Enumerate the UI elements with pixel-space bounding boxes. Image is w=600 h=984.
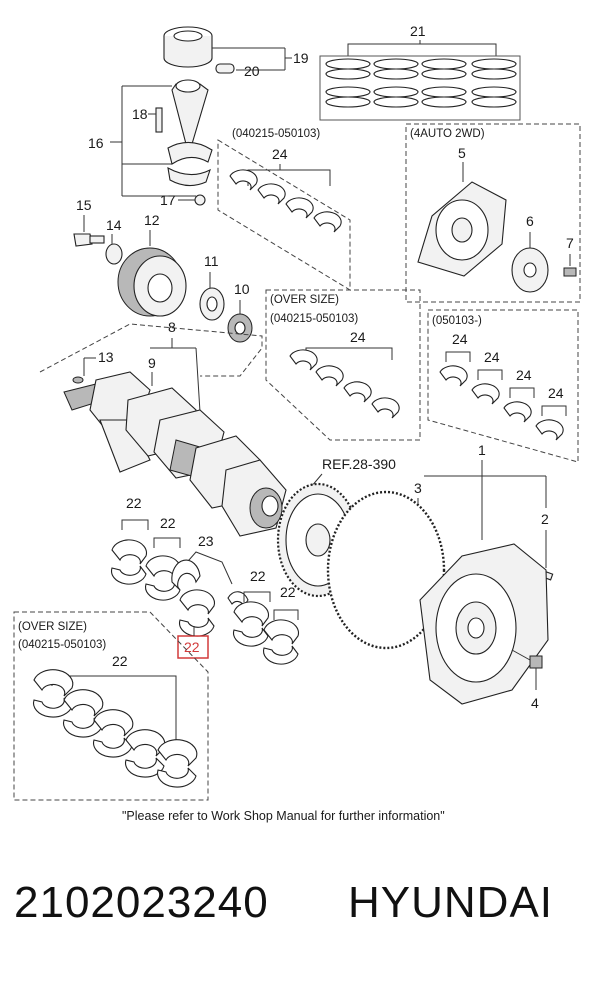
callout-12: 12 (144, 212, 160, 228)
callout-24-e: 24 (516, 367, 532, 383)
callout-4: 4 (531, 695, 539, 711)
brand-name: HYUNDAI (348, 878, 554, 927)
callout-3: 3 (414, 480, 422, 496)
callout-7: 7 (566, 235, 574, 251)
piston-assembly (155, 26, 235, 206)
highlighted-callout-box (177, 635, 209, 659)
callout-18: 18 (132, 106, 148, 122)
part-number: 2102023240 (14, 878, 269, 927)
bearing-shells-upper (229, 169, 342, 233)
callout-24-a: 24 (272, 146, 288, 162)
callout-23: 23 (198, 533, 214, 549)
callout-20: 20 (244, 63, 260, 79)
callout-19: 19 (293, 50, 309, 66)
callout-21: 21 (410, 23, 426, 39)
bottom-over-size-label: (OVER SIZE) (18, 621, 87, 633)
footnote-caption: "Please refer to Work Shop Manual for fu… (122, 809, 445, 823)
flywheel (419, 543, 549, 705)
callout-22-c: 22 (250, 568, 266, 584)
callout-16: 16 (88, 135, 104, 151)
callout-2: 2 (541, 511, 549, 527)
bearing-shells-bottom (33, 669, 198, 788)
bearing-shells-oversize (289, 349, 400, 419)
drive-plate (417, 181, 507, 277)
bearing-group-date: (040215-050103) (232, 128, 320, 140)
callout-24-b: 24 (350, 329, 366, 345)
piston-rings (325, 58, 517, 108)
bottom-over-size-date: (040215-050103) (18, 639, 106, 651)
callout-22-d: 22 (280, 584, 296, 600)
ring-gear (326, 490, 446, 650)
auto-2wd-label: (4AUTO 2WD) (410, 128, 485, 140)
crankshaft-pulley (117, 247, 187, 317)
late-date-label: (050103-) (432, 315, 482, 327)
callout-24-d: 24 (484, 349, 500, 365)
callout-22-highlight: 22 (184, 639, 200, 655)
callout-15: 15 (76, 197, 92, 213)
callout-22-e: 22 (112, 653, 128, 669)
callout-10: 10 (234, 281, 250, 297)
callout-9: 9 (148, 355, 156, 371)
callout-14: 14 (106, 217, 122, 233)
crankshaft (63, 371, 287, 537)
callout-22-a: 22 (126, 495, 142, 511)
ref-label: REF.28-390 (322, 456, 396, 472)
callout-1: 1 (478, 442, 486, 458)
callout-17: 17 (160, 192, 176, 208)
callout-8: 8 (168, 319, 176, 335)
callout-6: 6 (526, 213, 534, 229)
bearing-shells-late (439, 365, 564, 441)
callout-5: 5 (458, 145, 466, 161)
callout-11: 11 (204, 253, 219, 269)
callout-13: 13 (98, 349, 114, 365)
callout-24-f: 24 (548, 385, 564, 401)
callout-24-c: 24 (452, 331, 468, 347)
over-size-date: (040215-050103) (270, 313, 358, 325)
over-size-label: (OVER SIZE) (270, 294, 339, 306)
callout-22-b: 22 (160, 515, 176, 531)
